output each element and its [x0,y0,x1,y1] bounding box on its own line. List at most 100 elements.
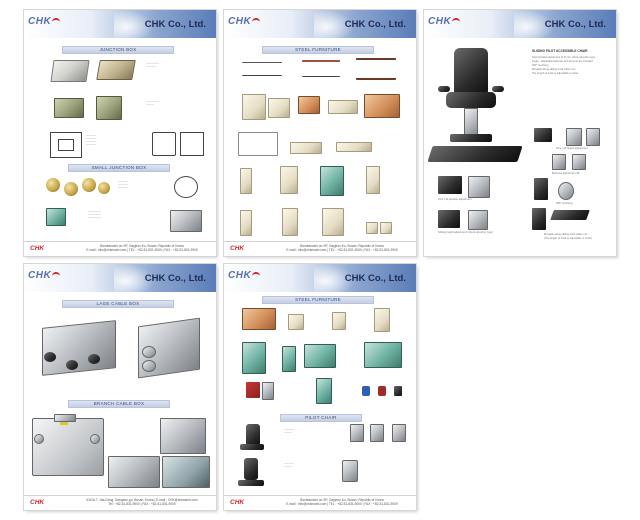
chk-logo: CHK [228,270,260,281]
detail-photo [438,176,462,194]
junction-box-drawing [58,139,74,151]
cable-gland [34,434,44,444]
page-header: CHK CHK Co., Ltd. [424,10,616,38]
section-title-junction-box: JUNCTION BOX [62,46,174,54]
desk-photo [242,308,276,330]
footer-contact-line: E-mail : info@chkmarin.com | TEL : +82-5… [286,248,398,253]
cabinet-photo [332,312,346,330]
page-footer: CHK Bonstancker on SP, Gayjeon-Ku, Busan… [24,241,216,256]
locker-photo [240,168,252,194]
header-swoosh [314,264,354,292]
fire-cabinet-photo [246,382,260,398]
branch-cable-box-detail-photo [108,456,160,488]
pilot-chair-backrest [454,48,488,94]
sliding-track [427,146,523,162]
feature-callout: Backrest adjustment 45° [552,172,581,175]
pilot-chair-detail [350,424,364,442]
small-junction-box-photo [170,210,202,232]
footer-address: #1116-7, Jae-Dong, Gangseo-gu, Busan, Ko… [74,498,210,506]
header-swoosh [114,10,154,38]
page-footer: CHK Bonstancker on SP, Gayjeon-Ku, Busan… [224,241,416,256]
bed-frame-photo [242,62,282,76]
company-name: CHK Co., Ltd. [544,19,606,30]
footer-address-line: Bonstancker on SP, Gayjeon-Ku, Busan, Re… [300,498,384,502]
chk-logo: CHK [228,16,260,27]
pilot-chair-armrest [438,86,450,92]
locker-photo [364,342,402,368]
header-swoosh [114,264,154,292]
footer-address-line: Bonstancker on SP, Gayjeon-Ku, Busan, Re… [300,244,384,248]
pilot-chair-detail [392,424,406,442]
page-header: CHK CHK Co., Ltd. [224,264,416,292]
footer-address: Bonstancker on SP, Gayjeon-Ku, Busan, Re… [274,498,410,506]
detail-photo [468,176,490,198]
bed-headboard-photo [298,96,320,114]
page-header: CHK CHK Co., Ltd. [24,264,216,292]
catalog-page-sliding-pilot-chair: CHK CHK Co., Ltd. SLIDING PILOT ACCESSIB… [424,10,616,256]
locker-photo [320,166,344,196]
spec-text: ————————— [146,62,159,68]
detail-photo [532,208,546,230]
section-title-branch-cable-box: BRANCH CABLE BOX [68,400,170,408]
locker-photo [282,346,296,372]
company-name: CHK Co., Ltd. [144,273,206,284]
chk-logo: CHK [28,16,60,27]
locker-photo [304,344,336,368]
junction-box-drawing [50,132,82,158]
footer-logo: CHK [30,499,45,506]
yellow-label [60,422,68,425]
feature-bullet: Movable along sliding track within mm [532,68,576,71]
page-footer: CHK Bonstancker on SP, Gayjeon-Ku, Busan… [224,495,416,510]
feature-callout: Sliding height adjustment (shock absorbe… [438,231,493,234]
small-junction-box-photo [82,178,96,192]
feature-title: SLIDING PILOT ACCESSIBLE CHAIR [532,49,588,53]
footer-address-line: #1116-7, Jae-Dong, Gangseo-gu, Busan, Ko… [86,498,198,502]
chk-logo: CHK [28,270,60,281]
bunk-bed-photo [356,58,396,80]
junction-box-photo [50,60,90,82]
detail-photo [438,210,460,228]
small-junction-box-drawing [174,176,198,198]
footer-address-line: Bonstancker on SP, Gayjeon-Ku, Busan, Re… [100,244,184,248]
detail-photo [558,182,574,200]
pilot-chair-seat [446,92,496,108]
header-swoosh [314,10,354,38]
branch-cable-box-detail-photo [160,418,206,454]
cabinet-photo [288,314,304,330]
feature-bullet: Seat forward adjustment of 3°min; shock … [532,56,596,59]
locker-photo [280,166,298,194]
catalog-page-steel-furniture: CHK CHK Co., Ltd. STEEL FURNITURE CHK Bo… [224,10,416,256]
wardrobe-photo [322,208,344,236]
section-title-pilot-chair: PILOT CHAIR [280,414,362,422]
detail-photo [552,154,566,170]
spec-text: ——————— [284,428,295,434]
catalog-page-cable-box: CHK CHK Co., Ltd. LAGE CABLE BOX BRANCH … [24,264,216,510]
footer-address: Bonstancker on SP, Gayjeon-Ku, Busan, Re… [274,244,410,252]
cabinet-photo [380,222,392,234]
pilot-chair-footrest [450,134,492,142]
page-header: CHK CHK Co., Ltd. [224,10,416,38]
detail-photo [586,128,600,146]
cable-gland [88,354,100,364]
cable-box-lid [54,414,76,422]
small-junction-box-photo [98,182,110,194]
page-header: CHK CHK Co., Ltd. [24,10,216,38]
cable-gland [142,360,156,372]
feature-callout: Movable along sliding track within mm [544,233,588,236]
bedside-cabinet-photo [242,94,266,120]
locker-photo [242,342,266,374]
wood-panel-photo [364,94,400,118]
section-title-large-cable-box: LAGE CABLE BOX [62,300,174,308]
cable-gland [90,434,100,444]
pilot-chair-photo [244,458,258,480]
cable-gland [142,346,156,358]
footer-logo: CHK [230,245,245,252]
pilot-chair-armrest [492,86,504,92]
page-footer: CHK #1116-7, Jae-Dong, Gangseo-gu, Busan… [24,495,216,510]
section-title-steel-furniture: STEEL FURNITURE [262,46,374,54]
wardrobe-photo [282,208,298,236]
bed-frame-photo [302,60,340,77]
footer-logo: CHK [230,499,245,506]
cabinet-photo [262,382,274,400]
pilot-chair-photo [240,444,264,450]
